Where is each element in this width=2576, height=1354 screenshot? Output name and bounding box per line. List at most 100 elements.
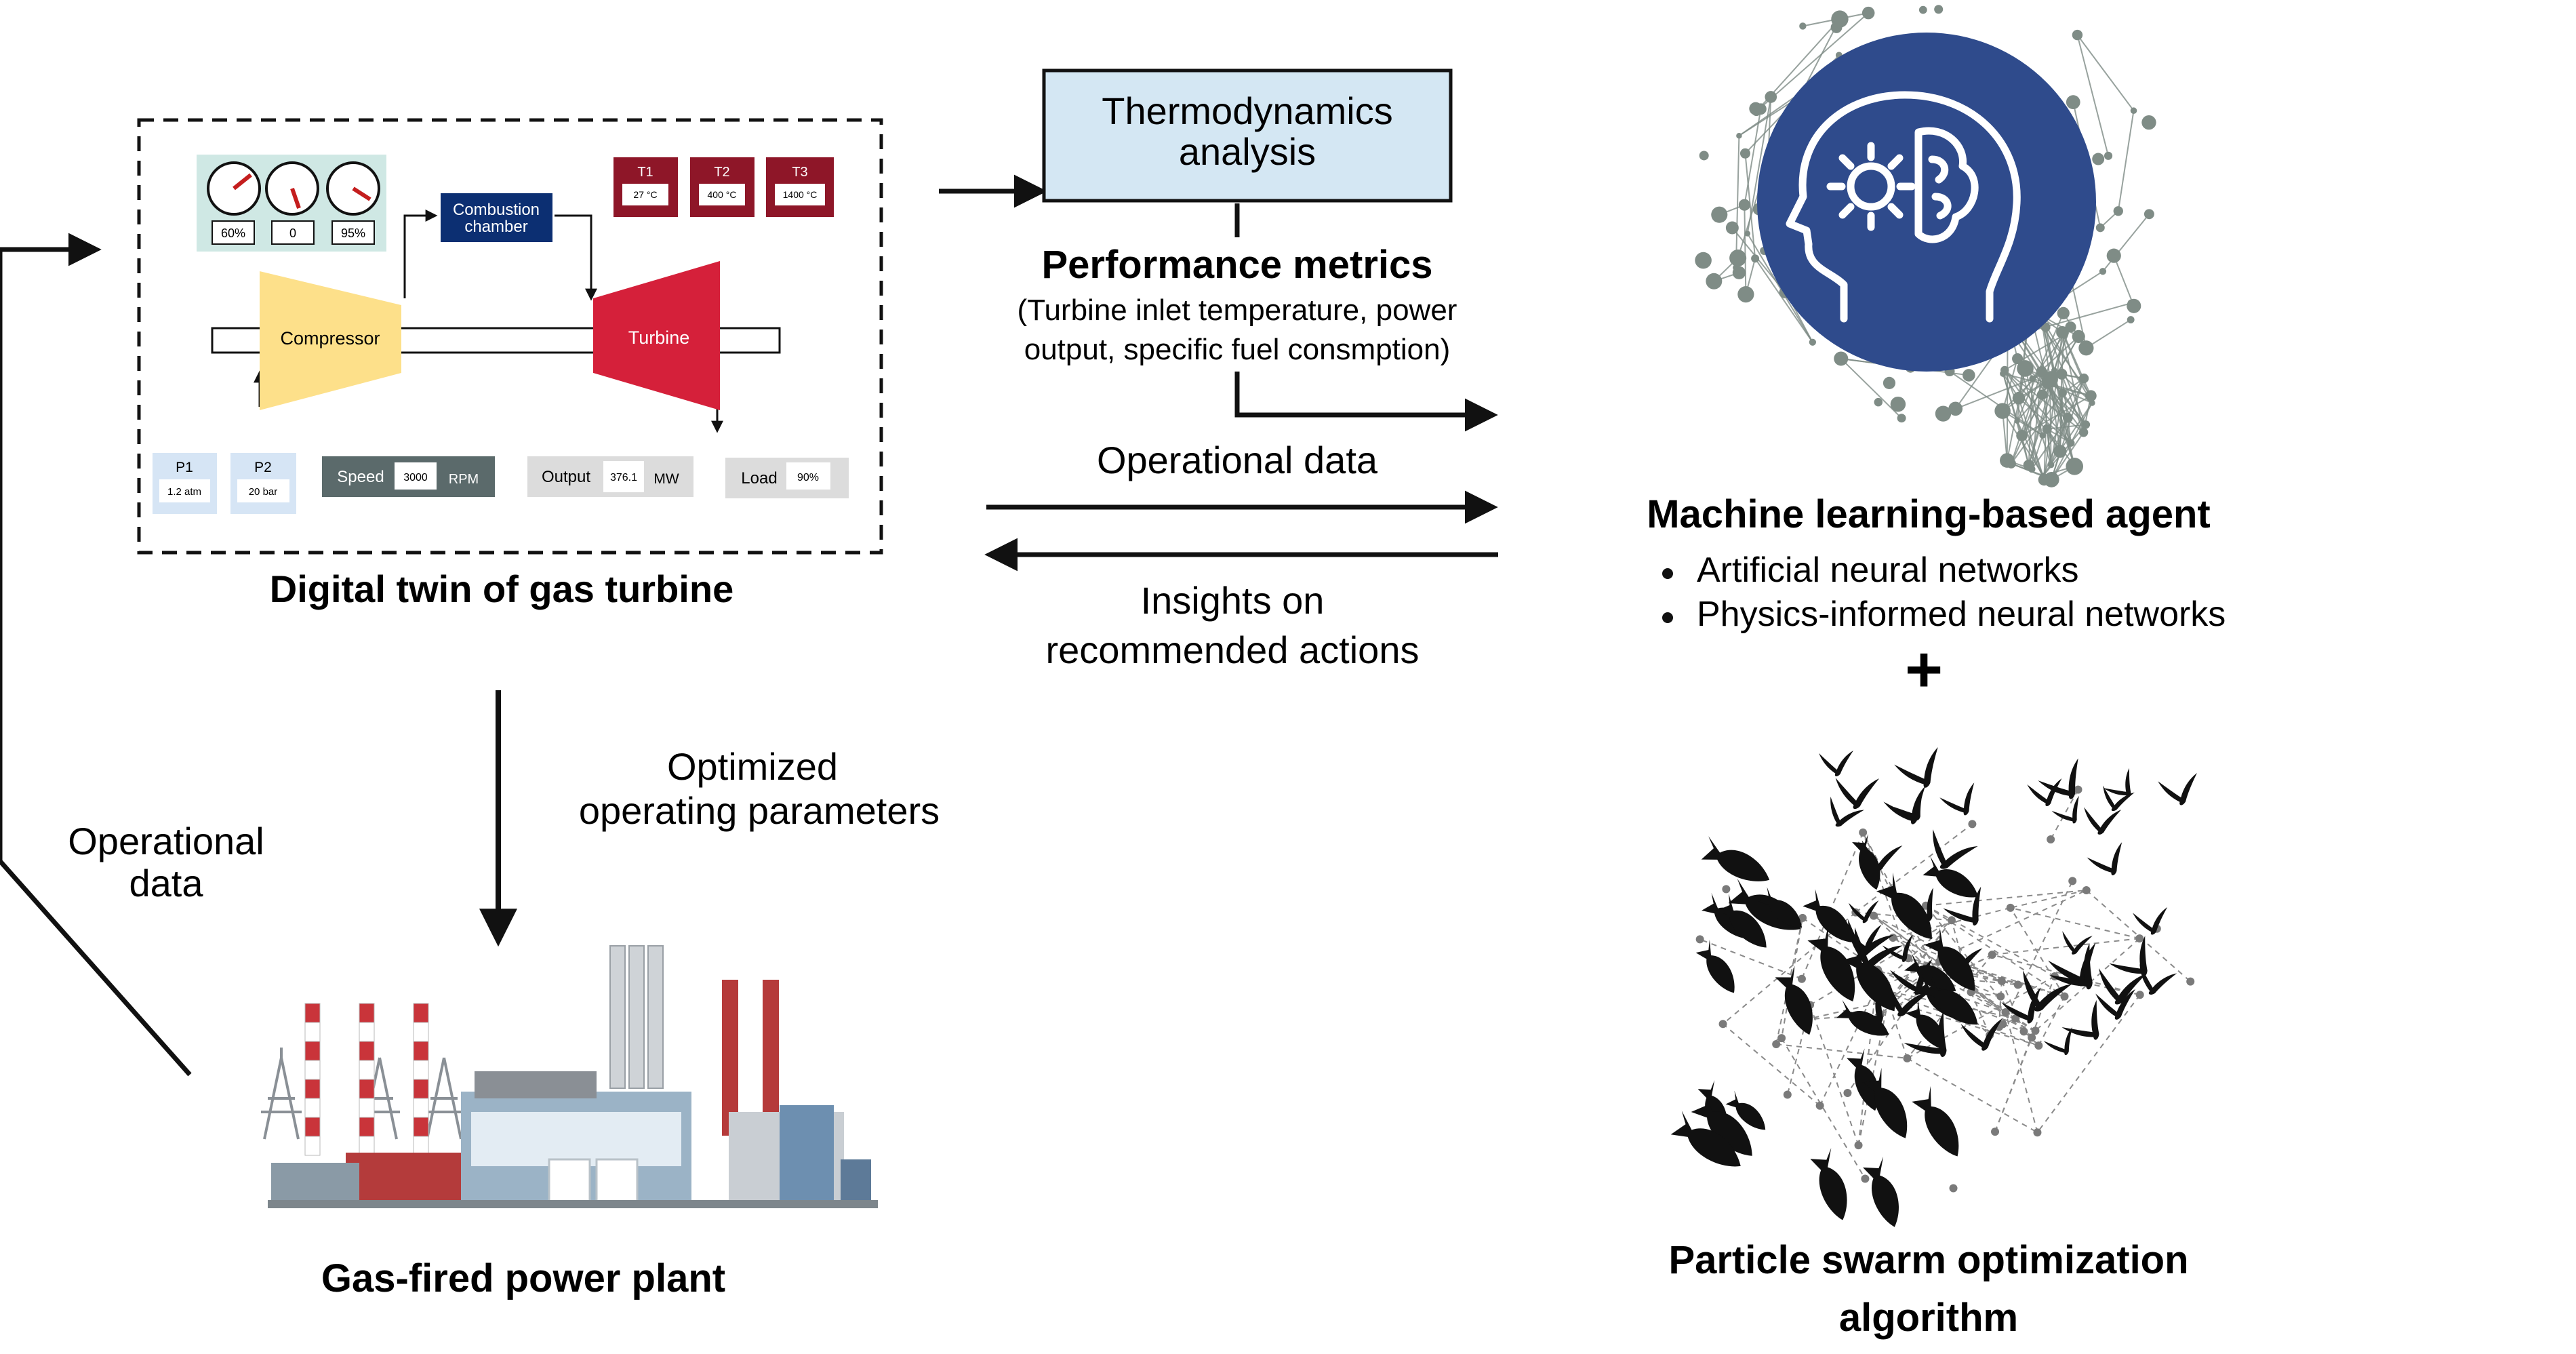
swarm-node bbox=[1903, 1054, 1912, 1062]
swarm-node bbox=[2135, 934, 2144, 943]
bird-icon bbox=[2132, 907, 2168, 936]
network-node bbox=[1963, 369, 1975, 382]
network-node bbox=[2012, 391, 2026, 405]
network-node bbox=[2127, 298, 2141, 313]
swarm-node bbox=[2047, 835, 2055, 843]
network-node bbox=[1699, 151, 1709, 161]
network-node bbox=[1883, 376, 1896, 389]
bird-icon bbox=[1831, 771, 1880, 812]
combustion-chamber-box bbox=[441, 193, 552, 242]
swarm-node bbox=[1870, 911, 1878, 920]
network-node bbox=[1935, 405, 1952, 422]
swarm-node bbox=[1854, 1141, 1863, 1150]
network-node bbox=[1809, 338, 1817, 346]
striped-chimneys bbox=[304, 1003, 429, 1156]
gauge-3: 95% bbox=[326, 161, 380, 245]
thermo-box bbox=[1042, 68, 1453, 203]
gauge-1: 60% bbox=[207, 161, 261, 245]
output-readout: Output 376.1 MW bbox=[527, 456, 693, 497]
network-node bbox=[2059, 330, 2068, 339]
swarm-node bbox=[2074, 785, 2082, 794]
network-node bbox=[1874, 397, 1883, 407]
fish-icon bbox=[1859, 1156, 1911, 1231]
pso-title-1: Particle swarm optimization bbox=[1668, 1238, 2188, 1282]
network-node bbox=[2041, 378, 2053, 389]
swarm-node bbox=[1998, 1020, 2007, 1029]
compressor-shape bbox=[260, 271, 401, 410]
ml-bullet-1 bbox=[1662, 568, 1673, 579]
network-node bbox=[2144, 209, 2154, 220]
network-node bbox=[2042, 424, 2052, 434]
power-plant-illustration bbox=[261, 945, 878, 1208]
swarm-node bbox=[2033, 1128, 2042, 1137]
network-node bbox=[2053, 445, 2067, 458]
network-node bbox=[1934, 5, 1944, 14]
temp-t1-name: T1 bbox=[637, 165, 653, 180]
feedback-loop-arrow bbox=[0, 233, 192, 1077]
swarm-node bbox=[2001, 1008, 2010, 1017]
gauge-2: 0 bbox=[265, 161, 319, 245]
operational-left-2: data bbox=[129, 862, 204, 904]
swarm-node bbox=[2135, 991, 2144, 999]
network-node bbox=[1831, 10, 1849, 28]
thermo-label-2: analysis bbox=[1179, 130, 1316, 173]
swarm-node bbox=[1722, 885, 1731, 894]
pressure-p1-value: 1.2 atm bbox=[167, 486, 201, 498]
network-node bbox=[1897, 414, 1906, 423]
swarm-node bbox=[1772, 1040, 1781, 1049]
temp-t3-name: T3 bbox=[792, 165, 807, 180]
network-node bbox=[1729, 250, 1747, 267]
speed-value: 3000 bbox=[403, 472, 428, 483]
network-node bbox=[2056, 368, 2068, 380]
striped-chimney bbox=[359, 1003, 375, 1156]
head-profile-icon bbox=[1786, 91, 2021, 323]
network-node bbox=[1737, 286, 1754, 303]
bird-icon bbox=[1892, 746, 1947, 794]
network-node bbox=[1918, 5, 1927, 14]
network-node bbox=[2029, 375, 2036, 382]
network-node bbox=[2047, 461, 2055, 469]
swarm-node bbox=[1783, 1090, 1792, 1099]
temp-t1: T1 27 °C bbox=[613, 157, 678, 217]
network-node bbox=[1736, 132, 1742, 139]
pressure-p2: P2 20 bar bbox=[230, 453, 296, 514]
bird-icon bbox=[1938, 782, 1982, 821]
fish-icon bbox=[1771, 965, 1826, 1039]
swarm-node bbox=[1991, 1128, 2000, 1136]
speed-readout: Speed 3000 RPM bbox=[322, 456, 495, 497]
twin-title: Digital twin of gas turbine bbox=[270, 568, 733, 610]
gauge-panel: 60% 0 95% bbox=[197, 155, 386, 252]
combustion-label-1: Combustion bbox=[453, 201, 540, 219]
swarm-node bbox=[1695, 935, 1704, 944]
swarm-node bbox=[2011, 1014, 2020, 1022]
speed-unit: RPM bbox=[449, 472, 479, 487]
swarm-node bbox=[1815, 1101, 1824, 1110]
swarm-node bbox=[1988, 951, 1996, 959]
striped-chimney bbox=[413, 1003, 429, 1156]
network-node bbox=[1751, 254, 1760, 263]
swarm-node bbox=[1997, 976, 2006, 985]
temp-t2-name: T2 bbox=[714, 165, 729, 180]
temp-t3: T3 1400 °C bbox=[766, 157, 834, 217]
swarm-node bbox=[2082, 886, 2091, 895]
pressure-p2-value: 20 bar bbox=[249, 486, 278, 498]
swarm-node bbox=[1947, 916, 1956, 925]
arrow-performance-to-agent bbox=[1234, 372, 1498, 432]
temp-t2-value: 400 °C bbox=[708, 189, 737, 200]
ai-head-illustration bbox=[1695, 5, 2156, 487]
network-node bbox=[1725, 221, 1739, 235]
fish-school bbox=[1667, 833, 1988, 1231]
striped-chimney bbox=[304, 1003, 321, 1156]
network-node bbox=[1890, 396, 1906, 412]
turbine-shape bbox=[593, 261, 720, 410]
insights-line-2: recommended actions bbox=[1046, 629, 1420, 671]
performance-title: Performance metrics bbox=[1041, 243, 1432, 287]
network-node bbox=[2051, 367, 2057, 374]
network-node bbox=[2016, 429, 2028, 441]
output-unit: MW bbox=[653, 471, 679, 487]
network-node bbox=[1861, 6, 1875, 20]
bird-icon bbox=[2050, 795, 2088, 830]
performance-line-1: (Turbine inlet temperature, power bbox=[1018, 294, 1457, 327]
performance-line-2: output, specific fuel consmption) bbox=[1024, 333, 1451, 366]
swarm-node bbox=[2013, 980, 2022, 989]
